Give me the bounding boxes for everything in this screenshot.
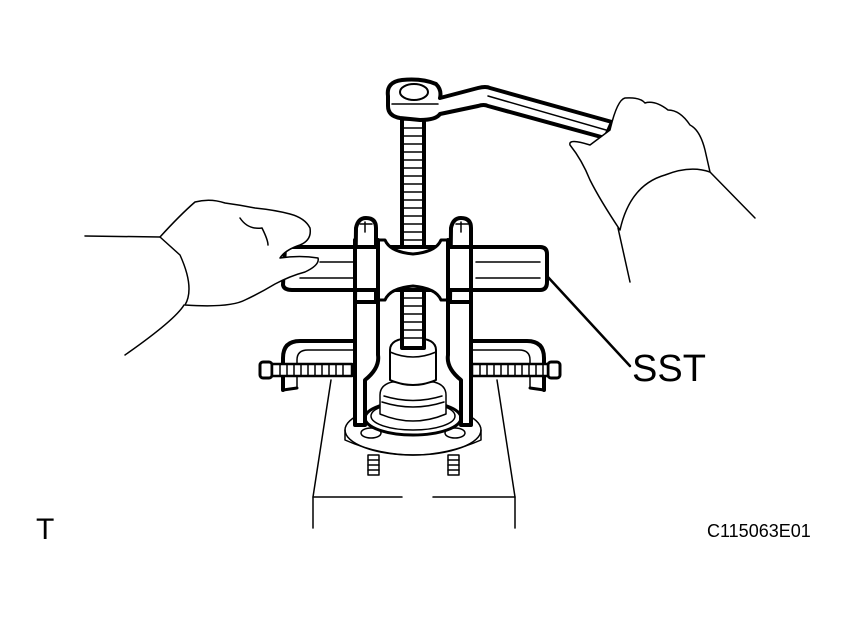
- press-screw: [400, 110, 426, 350]
- bearing-seal: [363, 381, 463, 437]
- support-block: [312, 379, 516, 529]
- sst-callout-label: SST: [632, 348, 706, 390]
- hub-studs: [367, 454, 460, 476]
- figure-code: C115063E01: [707, 521, 811, 541]
- left-hand: [84, 199, 319, 356]
- sst-leader-line: [545, 274, 632, 368]
- puller-crossbar: [281, 238, 549, 302]
- right-hand: [569, 97, 756, 283]
- hand-wrench: [385, 77, 614, 140]
- side-clamp: [258, 339, 562, 392]
- view-marker: T: [36, 513, 55, 546]
